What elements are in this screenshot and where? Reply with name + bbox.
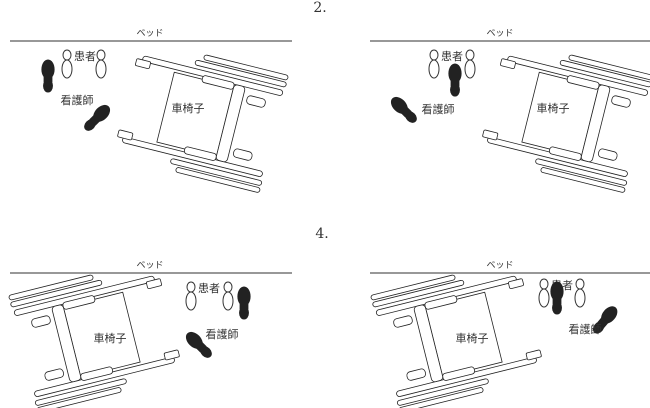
patient-right-foot <box>95 49 107 79</box>
nurse-left-foot <box>41 59 55 93</box>
wheelchair-label: 車椅子 <box>456 331 489 345</box>
patient-left-foot <box>185 281 197 311</box>
nurse-label: 看護師 <box>569 322 602 336</box>
wheelchair <box>477 38 650 194</box>
patient-label: 患者 <box>198 282 220 295</box>
wheelchair-label: 車椅子 <box>94 331 127 345</box>
patient-right-foot <box>464 49 476 79</box>
patient-right-foot <box>222 281 234 311</box>
panel-1: ベッド 車椅子 患者 看護師 <box>10 29 292 194</box>
patient-right-foot <box>574 278 586 308</box>
patient-left-foot <box>61 49 73 79</box>
panel-number: 4. <box>315 226 328 242</box>
nurse-label: 看護師 <box>422 102 455 116</box>
nurse-right-foot <box>237 286 251 320</box>
nurse-left-foot <box>550 281 564 315</box>
panel-2: 2. ベッド 車椅子 患者 看護師 <box>313 0 650 194</box>
patient-label: 患者 <box>74 50 96 63</box>
panel-4: 4. ベッド 車椅子 患者 看護師 <box>315 226 650 408</box>
wheelchair <box>112 38 289 194</box>
bed-label: ベッド <box>136 29 163 39</box>
wheelchair-label: 車椅子 <box>172 101 205 115</box>
bed-label: ベッド <box>486 261 513 271</box>
patient-label: 患者 <box>441 50 463 63</box>
nurse-label: 看護師 <box>61 93 94 107</box>
nurse-label: 看護師 <box>206 327 239 341</box>
nurse-left-foot <box>448 63 462 97</box>
nurse-right-foot <box>387 93 421 127</box>
bed-label: ベッド <box>486 29 513 39</box>
panel-number: 2. <box>313 0 326 16</box>
bed-label: ベッド <box>136 261 163 271</box>
panel-3: ベッド 車椅子 患者 看護師 <box>8 258 292 408</box>
patient-left-foot <box>538 278 550 308</box>
patient-left-foot <box>428 49 440 79</box>
wheelchair-label: 車椅子 <box>537 101 570 115</box>
